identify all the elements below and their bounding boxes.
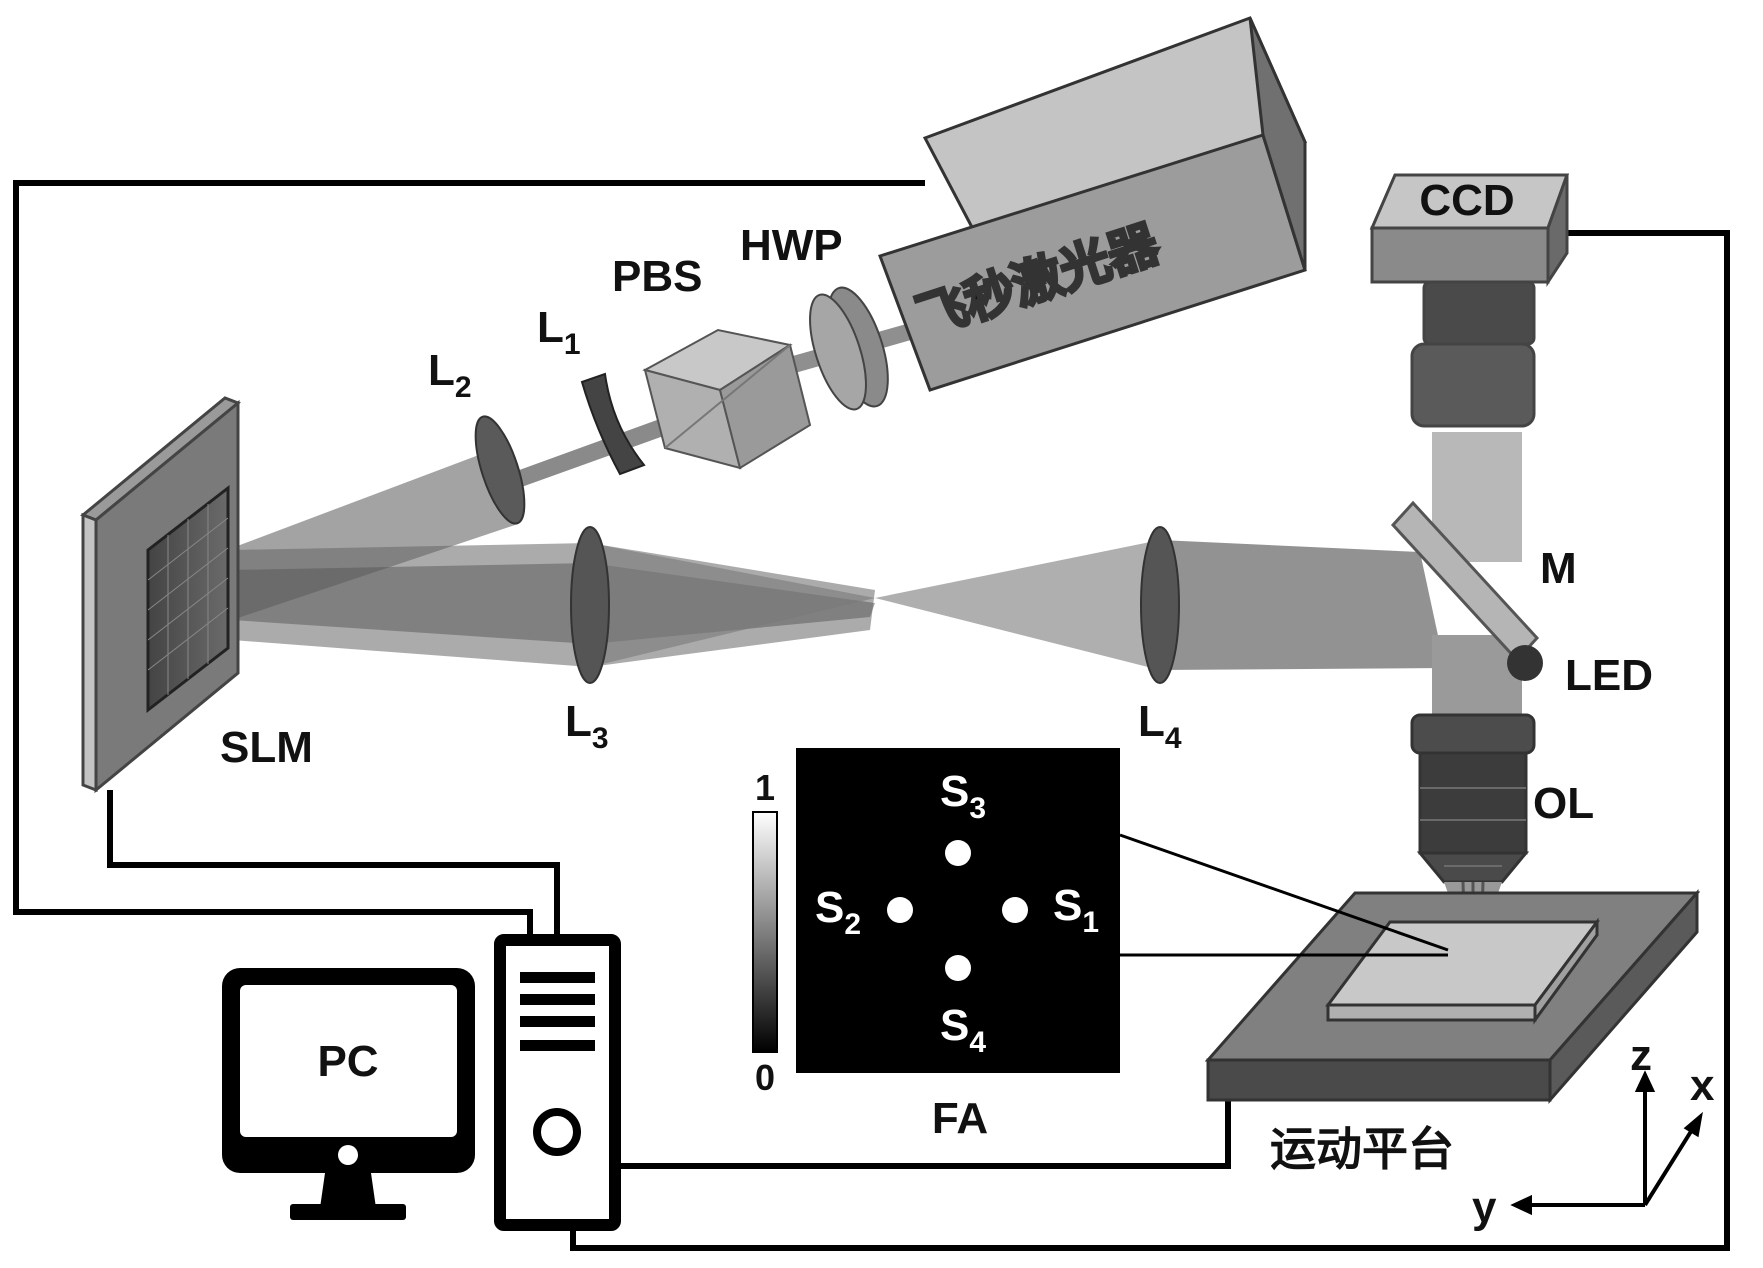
- lens-l3-label: L3: [565, 697, 609, 755]
- fa-spot-s4: [945, 955, 971, 981]
- objective-label: OL: [1533, 779, 1594, 828]
- lens-l2-shape: [474, 415, 526, 525]
- beam-cross-left: [590, 543, 875, 667]
- pc-tower: [494, 934, 621, 1231]
- tower-slot-4: [520, 1040, 595, 1051]
- beam-l4-to-mirror: [1160, 540, 1445, 670]
- ccd-front: [1370, 226, 1550, 284]
- tower-slot-2: [520, 994, 595, 1005]
- tower-slot-3: [520, 1016, 595, 1027]
- mirror-plate: [1390, 500, 1540, 663]
- monitor-screen: [240, 985, 457, 1137]
- slm-edge: [81, 512, 98, 793]
- fa-spot-s3-label: S3: [940, 767, 986, 825]
- beam-pbs-to-l2: [500, 408, 697, 493]
- fa-spot-s4-label: S4: [940, 1001, 986, 1059]
- fa-image: [796, 748, 1120, 1073]
- lens-l1: L1: [537, 303, 646, 476]
- polarizing-beam-splitter: PBS: [612, 252, 812, 470]
- fa-colorbar-max: 1: [755, 767, 775, 808]
- pbs-side: [718, 343, 812, 470]
- monitor-base: [290, 1204, 406, 1220]
- fa-label: FA: [932, 1094, 988, 1143]
- hwp-label: HWP: [740, 221, 843, 270]
- led-bulb: [1507, 645, 1543, 681]
- spatial-light-modulator: SLM: [80, 396, 313, 794]
- lens-l4-shape: [1140, 526, 1180, 684]
- axis-x-arrow: [1683, 1111, 1703, 1138]
- beam-paths: [232, 323, 1522, 715]
- lens-l1-label: L1: [537, 303, 581, 361]
- beam-cross-right: [875, 540, 1160, 670]
- fa-spot-s1-label: S1: [1053, 881, 1099, 939]
- monitor-stand: [320, 1173, 376, 1208]
- stage-label: 运动平台: [1270, 1122, 1454, 1176]
- tower-body: [494, 934, 621, 1231]
- mirror-label: M: [1540, 544, 1577, 593]
- motion-stage: 运动平台: [1204, 889, 1701, 1176]
- axis-z-label: z: [1630, 1031, 1652, 1080]
- wire-laser-pc: [13, 180, 925, 937]
- led-light: LED: [1507, 645, 1653, 700]
- sample-front: [1326, 1003, 1537, 1022]
- led-label: LED: [1565, 651, 1653, 700]
- control-wires: [13, 180, 1730, 1251]
- tower-power-button: [533, 1108, 581, 1156]
- pc-label: PC: [317, 1037, 378, 1086]
- hwp-disk-front: [809, 293, 867, 411]
- lens-l3: L3: [565, 526, 610, 755]
- fa-spot-s3: [945, 840, 971, 866]
- ccd-lens-body: [1410, 342, 1536, 428]
- axis-x-line: [1643, 1123, 1697, 1207]
- lens-l1-shape: [580, 372, 646, 476]
- objective-tip: [1416, 851, 1530, 884]
- femtosecond-laser: 飞秒激光器: [878, 16, 1308, 392]
- axis-z-arrow: [1634, 1070, 1656, 1092]
- fa-colorbar-min: 0: [755, 1057, 775, 1098]
- fa-colorbar: [752, 811, 778, 1053]
- ccd-lens-ring: [1422, 280, 1536, 346]
- pbs-diagonal: [664, 344, 791, 449]
- pc-monitor: PC: [222, 968, 475, 1220]
- fa-spot-s2-label: S2: [815, 883, 861, 941]
- pbs-label: PBS: [612, 252, 702, 301]
- lens-l4: L4: [1138, 526, 1182, 755]
- laser-side-face: [1248, 17, 1307, 271]
- axis-x-label: x: [1690, 1061, 1715, 1110]
- half-wave-plate: HWP: [740, 221, 889, 411]
- lens-l3-shape: [570, 526, 610, 684]
- axis-y-label: y: [1472, 1183, 1497, 1232]
- wire-slm-pc: [107, 790, 560, 937]
- fa-spot-s2: [887, 897, 913, 923]
- coordinate-axes: [1510, 1070, 1703, 1216]
- objective-top-ring: [1410, 713, 1536, 755]
- objective-threads: [1420, 787, 1526, 867]
- zoom-lines: [1119, 833, 1449, 957]
- stage-front: [1206, 1058, 1552, 1102]
- objective-barrel: [1418, 751, 1528, 855]
- slm-label: SLM: [220, 723, 313, 772]
- dichroic-mirror: M: [1390, 500, 1577, 663]
- stage-side: [1548, 889, 1699, 1104]
- fa-spot-s1: [1002, 897, 1028, 923]
- lens-l2-label: L2: [428, 346, 472, 404]
- objective-lens: OL: [1410, 713, 1594, 884]
- focal-array-inset: 1 0 S3 S2 S1 S4 FA: [752, 748, 1120, 1143]
- monitor-camera: [338, 1145, 358, 1165]
- tower-slot-1: [520, 972, 595, 983]
- ccd-label: CCD: [1419, 176, 1514, 225]
- slm-pixel-grid: [147, 504, 229, 695]
- lens-l4-label: L4: [1138, 697, 1182, 755]
- wire-ccd-pc: [570, 230, 1730, 1251]
- wire-stage-pc: [615, 1097, 1231, 1169]
- ccd-camera: CCD: [1369, 173, 1570, 428]
- lens-l2: L2: [428, 346, 526, 525]
- axis-y-arrow: [1510, 1194, 1532, 1216]
